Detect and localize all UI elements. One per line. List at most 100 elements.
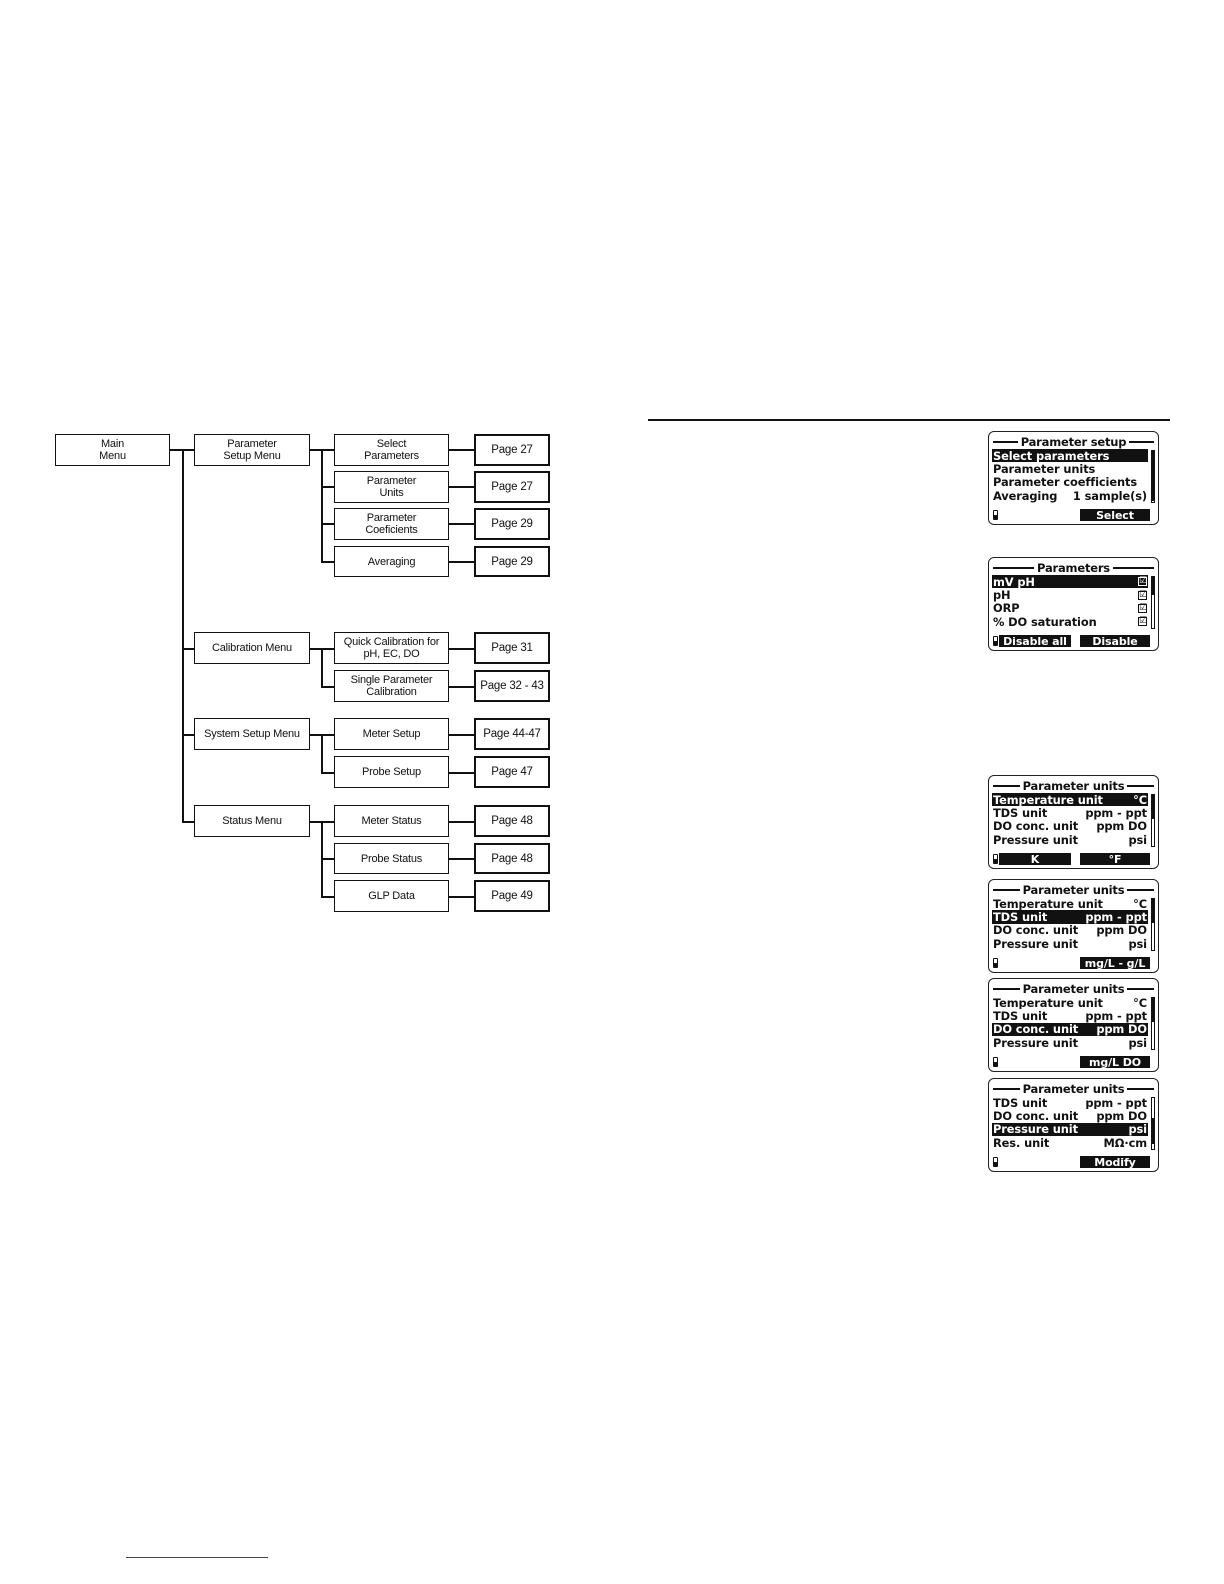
list-item[interactable]: Temperature unit°C	[992, 793, 1148, 807]
scrollbar[interactable]	[1151, 450, 1155, 503]
page-ref: Page 27	[474, 434, 550, 466]
lcd-menu-list: Select parameters Parameter units Parame…	[992, 449, 1148, 503]
list-item[interactable]: Parameter coefficients	[993, 475, 1138, 490]
lcd-parameter-units-do: Parameter units Temperature unit°C TDS u…	[988, 978, 1159, 1072]
page-ref: Page 32 - 43	[474, 670, 550, 702]
list-item[interactable]: pH☑	[993, 588, 1147, 602]
connector	[321, 648, 323, 686]
lcd-title-text: Parameter units	[1022, 1081, 1125, 1096]
list-item[interactable]: Parameter units	[993, 462, 1096, 476]
scrollbar[interactable]	[1151, 997, 1155, 1050]
checkbox-icon[interactable]: ☑	[1138, 576, 1147, 587]
connector	[321, 772, 334, 774]
list-item[interactable]: % DO saturation☑	[993, 615, 1147, 629]
scrollbar[interactable]	[1151, 1097, 1155, 1150]
footnote-rule	[126, 1557, 268, 1558]
connector	[321, 449, 323, 561]
connector	[449, 686, 474, 688]
softkey-kelvin[interactable]: K	[999, 853, 1071, 866]
connector	[449, 772, 474, 774]
connector	[449, 896, 474, 898]
battery-icon	[993, 510, 998, 520]
connector	[321, 686, 334, 688]
softkey-bar: Modify	[992, 1156, 1153, 1169]
lcd-title-text: Parameter setup	[1020, 434, 1127, 449]
battery-icon	[993, 636, 998, 646]
page-ref: Page 31	[474, 632, 550, 664]
battery-icon	[993, 854, 998, 864]
softkey-bar: mg/L DO	[992, 1056, 1153, 1069]
checkbox-icon[interactable]: ☑	[1138, 616, 1147, 627]
lcd-title: Parameter units	[993, 1081, 1155, 1096]
softkey-mg-l[interactable]: mg/L - g/L	[1080, 957, 1150, 970]
lcd-title-text: Parameters	[1037, 560, 1110, 575]
softkey-bar: K °F	[992, 853, 1153, 866]
lcd-title: Parameter units	[993, 778, 1155, 793]
select-parameters-node: Select Parameters	[334, 434, 449, 466]
status-menu-node: Status Menu	[194, 805, 310, 837]
scrollbar[interactable]	[1151, 576, 1155, 629]
calibration-menu-node: Calibration Menu	[194, 632, 310, 664]
connector	[182, 449, 184, 822]
softkey-disable[interactable]: Disable	[1080, 635, 1150, 648]
page-ref: Page 48	[474, 805, 550, 837]
page-ref: Page 49	[474, 880, 550, 912]
list-item[interactable]: Temperature unit°C	[993, 996, 1147, 1010]
averaging-node: Averaging	[334, 546, 449, 577]
lcd-parameter-units-tds: Parameter units Temperature unit°C TDS u…	[988, 879, 1159, 973]
connector	[449, 523, 474, 525]
checkbox-icon[interactable]: ☑	[1138, 602, 1147, 613]
lcd-title-text: Parameter units	[1022, 981, 1125, 996]
softkey-bar: Disable all Disable	[992, 635, 1153, 648]
lcd-parameters: Parameters mV pH☑ pH☑ ORP☑ % DO saturati…	[988, 557, 1159, 651]
softkey-bar: mg/L - g/L	[992, 957, 1153, 970]
quick-calibration-node: Quick Calibration for pH, EC, DO	[334, 632, 449, 664]
scrollbar[interactable]	[1151, 898, 1155, 951]
softkey-fahrenheit[interactable]: °F	[1080, 853, 1150, 866]
list-item[interactable]: Select parameters	[992, 449, 1148, 463]
single-parameter-calibration-node: Single Parameter Calibration	[334, 670, 449, 702]
scrollbar[interactable]	[1151, 794, 1155, 847]
page-ref: Page 29	[474, 508, 550, 540]
lcd-parameter-setup: Parameter setup Select parameters Parame…	[988, 431, 1159, 525]
connector	[321, 561, 334, 563]
list-item[interactable]: Temperature unit°C	[993, 897, 1147, 911]
softkey-mg-l-do[interactable]: mg/L DO	[1080, 1056, 1150, 1069]
connector	[449, 449, 474, 451]
connector	[449, 734, 474, 736]
softkey-select[interactable]: Select	[1080, 509, 1150, 522]
page-ref: Page 44-47	[474, 718, 550, 750]
parameter-units-node: Parameter Units	[334, 471, 449, 503]
list-item[interactable]: mV pH☑	[992, 575, 1148, 589]
page-ref: Page 29	[474, 546, 550, 577]
lcd-parameter-units-temperature: Parameter units Temperature unit°C TDS u…	[988, 775, 1159, 869]
lcd-title: Parameter units	[993, 882, 1155, 897]
lcd-title-text: Parameter units	[1022, 778, 1125, 793]
list-item[interactable]: ORP☑	[993, 601, 1147, 616]
softkey-modify[interactable]: Modify	[1080, 1156, 1150, 1169]
connector	[449, 858, 474, 860]
page-ref: Page 47	[474, 756, 550, 788]
connector	[449, 648, 474, 650]
connector	[321, 734, 323, 772]
checkbox-icon[interactable]: ☑	[1138, 589, 1147, 600]
softkey-disable-all[interactable]: Disable all	[999, 635, 1071, 648]
battery-icon	[993, 958, 998, 968]
